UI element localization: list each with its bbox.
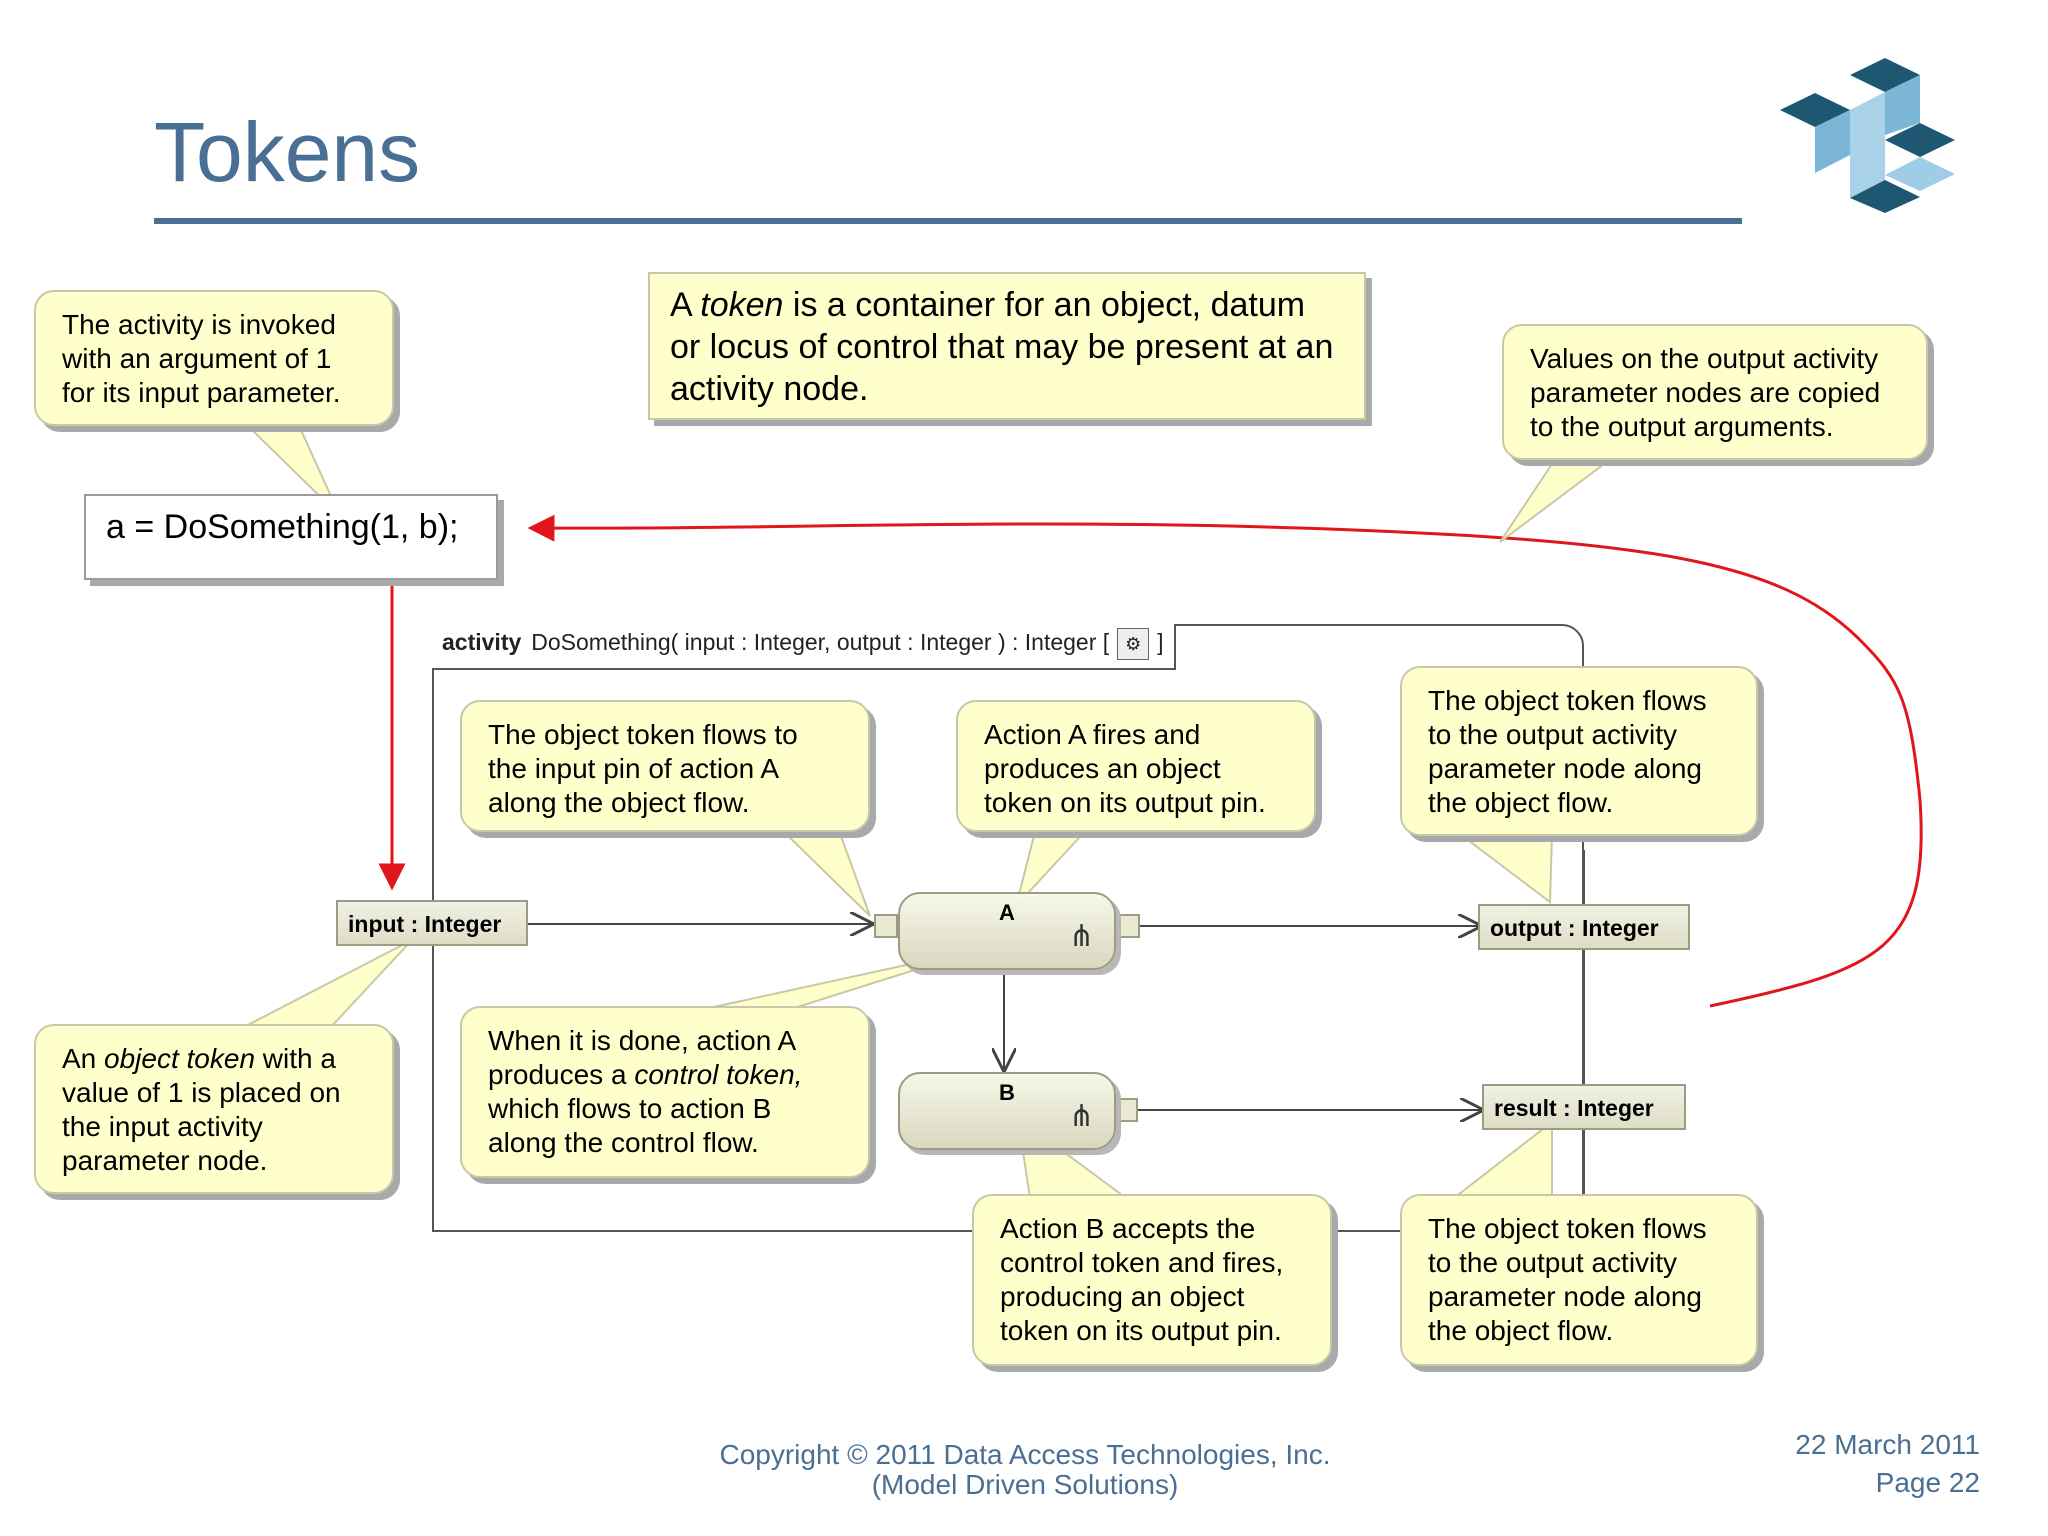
activity-signature: DoSomething( input : Integer, output : I… xyxy=(531,629,1110,656)
action-a-input-pin xyxy=(874,914,898,938)
activity-frame-label: activity DoSomething( input : Integer, ou… xyxy=(432,624,1176,670)
definition-rest: is a container for an object, datum or l… xyxy=(670,286,1334,408)
activity-keyword: activity xyxy=(442,629,522,656)
callout-action-b-accepts: Action B accepts the control token and f… xyxy=(972,1194,1332,1366)
action-b-output-pin xyxy=(1114,1098,1138,1122)
callout-flows-to-output: The object token flows to the output act… xyxy=(1400,666,1758,836)
callout-output-values-copied: Values on the output activity parameter … xyxy=(1502,324,1928,460)
callout-flows-to-input-pin: The object token flows to the input pin … xyxy=(460,700,870,832)
action-b-label: B xyxy=(999,1080,1015,1105)
token-definition-note: A token is a container for an object, da… xyxy=(648,272,1366,420)
footer-date-page: 22 March 2011 Page 22 xyxy=(1660,1426,1980,1502)
object-token-term: object token xyxy=(104,1043,256,1074)
footer-date: 22 March 2011 xyxy=(1795,1429,1980,1460)
control-term: control token, xyxy=(634,1059,803,1090)
param-input: input : Integer xyxy=(336,900,528,946)
callout-action-a-fires: Action A fires and produces an object to… xyxy=(956,700,1316,832)
title-underline xyxy=(154,218,1742,224)
param-output: output : Integer xyxy=(1478,904,1690,950)
control-post: which flows to action B along the contro… xyxy=(488,1093,772,1158)
action-a: A ⋔ xyxy=(898,892,1116,970)
slide-title: Tokens xyxy=(154,105,421,199)
object-token-pre: An xyxy=(62,1043,105,1074)
activity-signature-end: ] xyxy=(1157,629,1164,656)
fork-icon: ⋔ xyxy=(1068,1100,1094,1133)
param-result: result : Integer xyxy=(1482,1084,1686,1130)
definition-prefix: A xyxy=(670,286,701,324)
action-a-output-pin xyxy=(1116,914,1140,938)
callout-object-token-placed: An object token with a value of 1 is pla… xyxy=(34,1024,394,1194)
control-pre: When it is done, action A produces a xyxy=(488,1025,795,1090)
callout-activity-invoked: The activity is invoked with an argument… xyxy=(34,290,394,426)
footer-page: Page 22 xyxy=(1875,1467,1980,1498)
fork-icon: ⋔ xyxy=(1068,920,1094,953)
definition-term: token xyxy=(700,286,784,324)
invocation-code: a = DoSomething(1, b); xyxy=(84,494,498,580)
object-token-post: with a value of 1 is placed on the input… xyxy=(62,1043,341,1176)
callout-control-token: When it is done, action A produces a con… xyxy=(460,1006,870,1178)
callout-flows-to-result: The object token flows to the output act… xyxy=(1400,1194,1758,1366)
footer: Copyright © 2011 Data Access Technologie… xyxy=(620,1440,1430,1500)
activity-diagram-icon: ⚙ xyxy=(1117,628,1150,660)
action-b: B ⋔ xyxy=(898,1072,1116,1150)
footer-copyright: Copyright © 2011 Data Access Technologie… xyxy=(719,1439,1331,1470)
action-a-label: A xyxy=(999,900,1015,925)
footer-company: (Model Driven Solutions) xyxy=(871,1469,1179,1500)
